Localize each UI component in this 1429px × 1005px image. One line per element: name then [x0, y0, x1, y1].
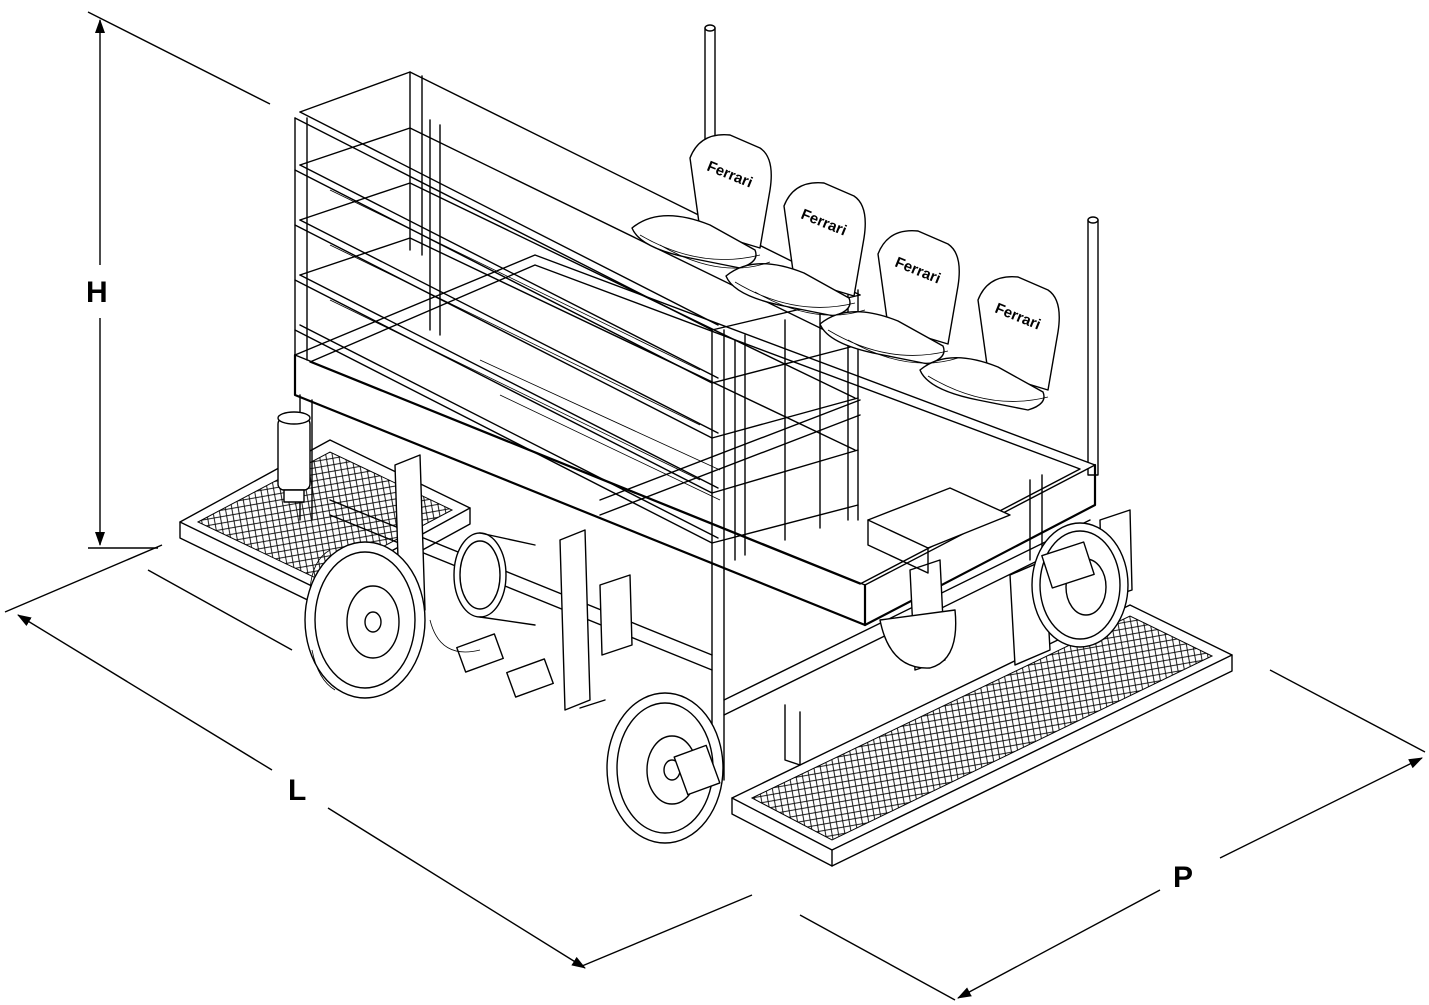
plant-rack: [294, 71, 861, 571]
extension-line-left: [4, 544, 163, 613]
p-arrow-up: [1219, 757, 1423, 859]
seat-4: Ferrari: [919, 276, 1060, 411]
dimension-h: H: [86, 11, 271, 549]
seat-3: Ferrari: [819, 230, 960, 365]
width-label: P: [1173, 861, 1193, 894]
machine-illustration: Ferrari Ferrari Ferrari Ferrari: [179, 24, 1233, 867]
extension-line-right-bottom: [799, 914, 956, 1001]
extension-line-right-top: [1269, 669, 1426, 753]
footboard-right: [731, 604, 1233, 867]
l-arrow-left: [17, 614, 273, 771]
wheel-front-right: [606, 692, 724, 844]
extension-line-right: [581, 894, 753, 967]
extension-line-top: [87, 11, 271, 105]
height-label: H: [86, 276, 108, 309]
dimension-p: P: [799, 669, 1426, 1001]
l-arrow-right: [327, 807, 586, 969]
wheel-front-left: [304, 541, 426, 699]
extension-line-left-inner: [147, 569, 293, 651]
length-label: L: [288, 774, 306, 807]
wheels: [304, 522, 1129, 844]
dimension-l: L: [4, 544, 753, 969]
seat-1: Ferrari: [631, 134, 772, 269]
p-arrow-down: [957, 889, 1161, 999]
operator-seats: Ferrari Ferrari Ferrari Ferrari: [631, 134, 1060, 411]
wheel-rear-left: [879, 609, 957, 669]
seat-2: Ferrari: [725, 182, 866, 317]
chassis-frame: [293, 254, 1097, 781]
hanging-bracket: [784, 704, 801, 766]
wheel-rear-right: [1031, 522, 1129, 648]
